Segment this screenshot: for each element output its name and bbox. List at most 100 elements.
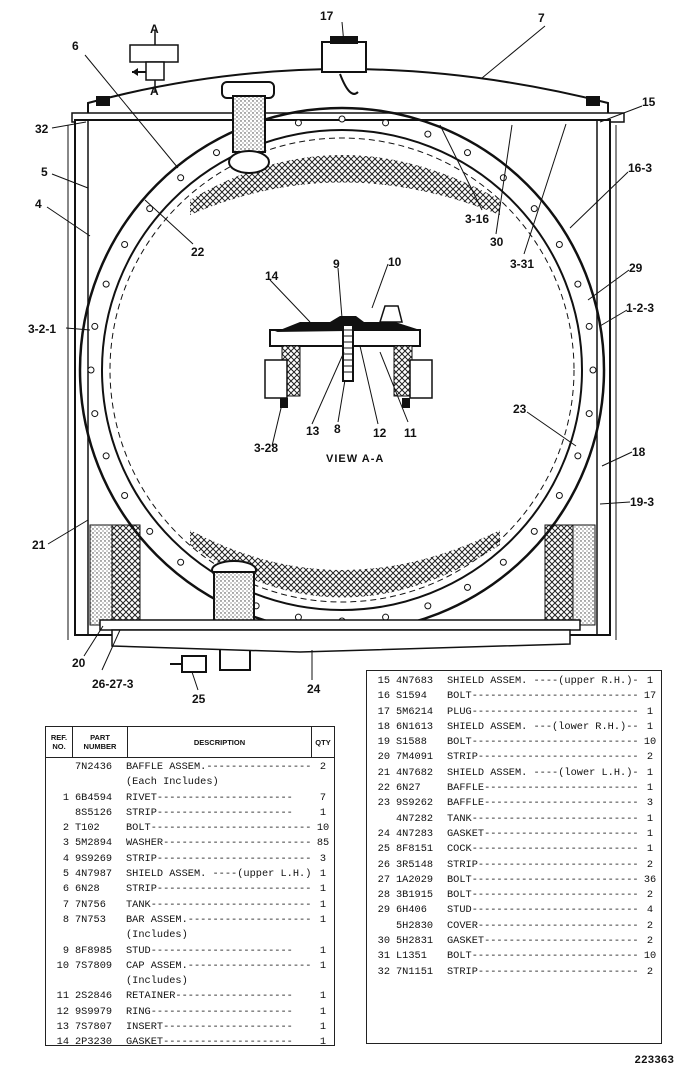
part-number-cell: 6H406 <box>396 904 427 917</box>
callout-6: 6 <box>72 39 79 53</box>
bottom-tank <box>99 619 581 664</box>
description-cell: TANK--------------------------- <box>447 812 639 825</box>
part-number-cell: T102 <box>75 822 100 835</box>
ref-no-cell: 17 <box>377 705 390 718</box>
ref-no-cell: 12 <box>56 1005 69 1018</box>
part-number-cell: 7N756 <box>75 898 106 911</box>
description-cell: BOLT--------------------------- <box>447 889 639 902</box>
bolt-hole <box>464 583 471 591</box>
ref-no-cell: 31 <box>377 950 390 963</box>
part-number-cell: 6N28 <box>75 883 100 896</box>
bolt-hole <box>102 452 110 460</box>
part-number-cell: 4N7683 <box>396 675 434 687</box>
qty-cell: 1 <box>646 812 654 825</box>
qty-cell: 1 <box>319 1021 327 1034</box>
bolt-hole <box>555 492 563 499</box>
top-tank <box>71 68 625 123</box>
ref-no-cell: 9 <box>62 944 69 957</box>
part-number-cell: 7N2436 <box>75 761 113 773</box>
callout-3-16: 3-16 <box>465 212 489 226</box>
description-cell: BAR ASSEM.--------------------- <box>126 913 312 926</box>
description-cell: BOLT--------------------------- <box>126 822 312 835</box>
qty-cell: 2 <box>646 935 654 948</box>
table-row: (Each Includes) <box>46 775 334 790</box>
callout-22: 22 <box>191 245 205 259</box>
part-number-cell: 5H2830 <box>396 919 434 932</box>
qty-cell: 1 <box>646 827 654 840</box>
callout-13: 13 <box>306 424 320 438</box>
callout-3-31: 3-31 <box>510 257 534 271</box>
ref-no-cell: 3 <box>62 837 69 850</box>
description-cell: WASHER------------------------- <box>126 837 312 850</box>
qty-cell: 2 <box>646 858 654 871</box>
qty-cell: 1 <box>319 959 327 972</box>
bolt-hole <box>382 119 390 127</box>
table-row: 8S5126 STRIP----------------------1 <box>46 806 334 821</box>
part-number-cell: 7S7809 <box>75 959 113 972</box>
ref-no-cell: 18 <box>377 720 390 733</box>
part-number-cell <box>72 928 126 943</box>
callout-10: 10 <box>388 255 402 269</box>
ref-no-cell: 29 <box>377 904 390 917</box>
ref-no-cell: 5 <box>62 868 69 881</box>
ref-no-cell: 25 <box>377 843 390 856</box>
part-number-cell: 9S9262 <box>396 797 434 810</box>
description-cell: COCK--------------------------- <box>447 843 639 856</box>
part-number-cell: 4N7283 <box>396 827 434 840</box>
ref-no-cell: 2 <box>62 822 69 835</box>
qty-cell: 2 <box>646 889 654 902</box>
table-row: 29 6H406 STUD--------------------------- 4 <box>367 903 661 918</box>
view-a-a-label: VIEW A-A <box>326 453 384 465</box>
ref-no-cell <box>46 760 72 775</box>
description-cell: STRIP-------------------------- <box>126 883 312 896</box>
description-cell: SHIELD ASSEM. ---(lower R.H.)-- <box>447 720 639 733</box>
ref-no-cell: 24 <box>377 827 390 840</box>
ref-no-cell: 14 <box>56 1036 69 1049</box>
part-number-cell: 5M2894 <box>75 837 113 850</box>
bolt-hole <box>91 322 99 330</box>
part-number-cell: 2P3230 <box>75 1036 113 1049</box>
ref-no-cell: 10 <box>56 959 69 972</box>
qty-cell: 7 <box>319 791 327 804</box>
bolt-hole <box>424 130 432 138</box>
part-number-cell: 3B1915 <box>396 889 434 902</box>
callout-8: 8 <box>334 422 341 436</box>
description-cell: INSERT--------------------- <box>126 1021 293 1034</box>
callout-4: 4 <box>35 197 42 211</box>
callout-26-27-3: 26-27-3 <box>92 677 134 691</box>
qty-cell: 17 <box>643 690 657 703</box>
description-cell: RIVET---------------------- <box>126 791 293 804</box>
bolt-hole <box>102 280 110 288</box>
callout-9: 9 <box>333 257 340 271</box>
description-cell: STUD--------------------------- <box>447 904 639 917</box>
qty-cell: 1 <box>319 868 327 881</box>
ref-no-cell: 7 <box>62 898 69 911</box>
ref-no-cell: 21 <box>377 766 390 779</box>
description-cell: TANK--------------------------- <box>126 898 312 911</box>
callout-20: 20 <box>72 656 86 670</box>
part-number-cell: 1A2029 <box>396 873 434 886</box>
callout-12: 12 <box>373 426 387 440</box>
bolt-hole <box>87 366 95 374</box>
bolt-hole <box>177 558 185 566</box>
qty-cell: 4 <box>646 904 654 917</box>
bolt-hole <box>121 492 129 499</box>
qty-cell: 1 <box>319 806 327 819</box>
bolt-hole <box>499 558 507 566</box>
bolt-hole <box>146 205 154 213</box>
parts-table-header: REF. NO. PART NUMBER DESCRIPTION QTY <box>46 727 334 758</box>
header-ref-no: REF. NO. <box>46 727 73 757</box>
